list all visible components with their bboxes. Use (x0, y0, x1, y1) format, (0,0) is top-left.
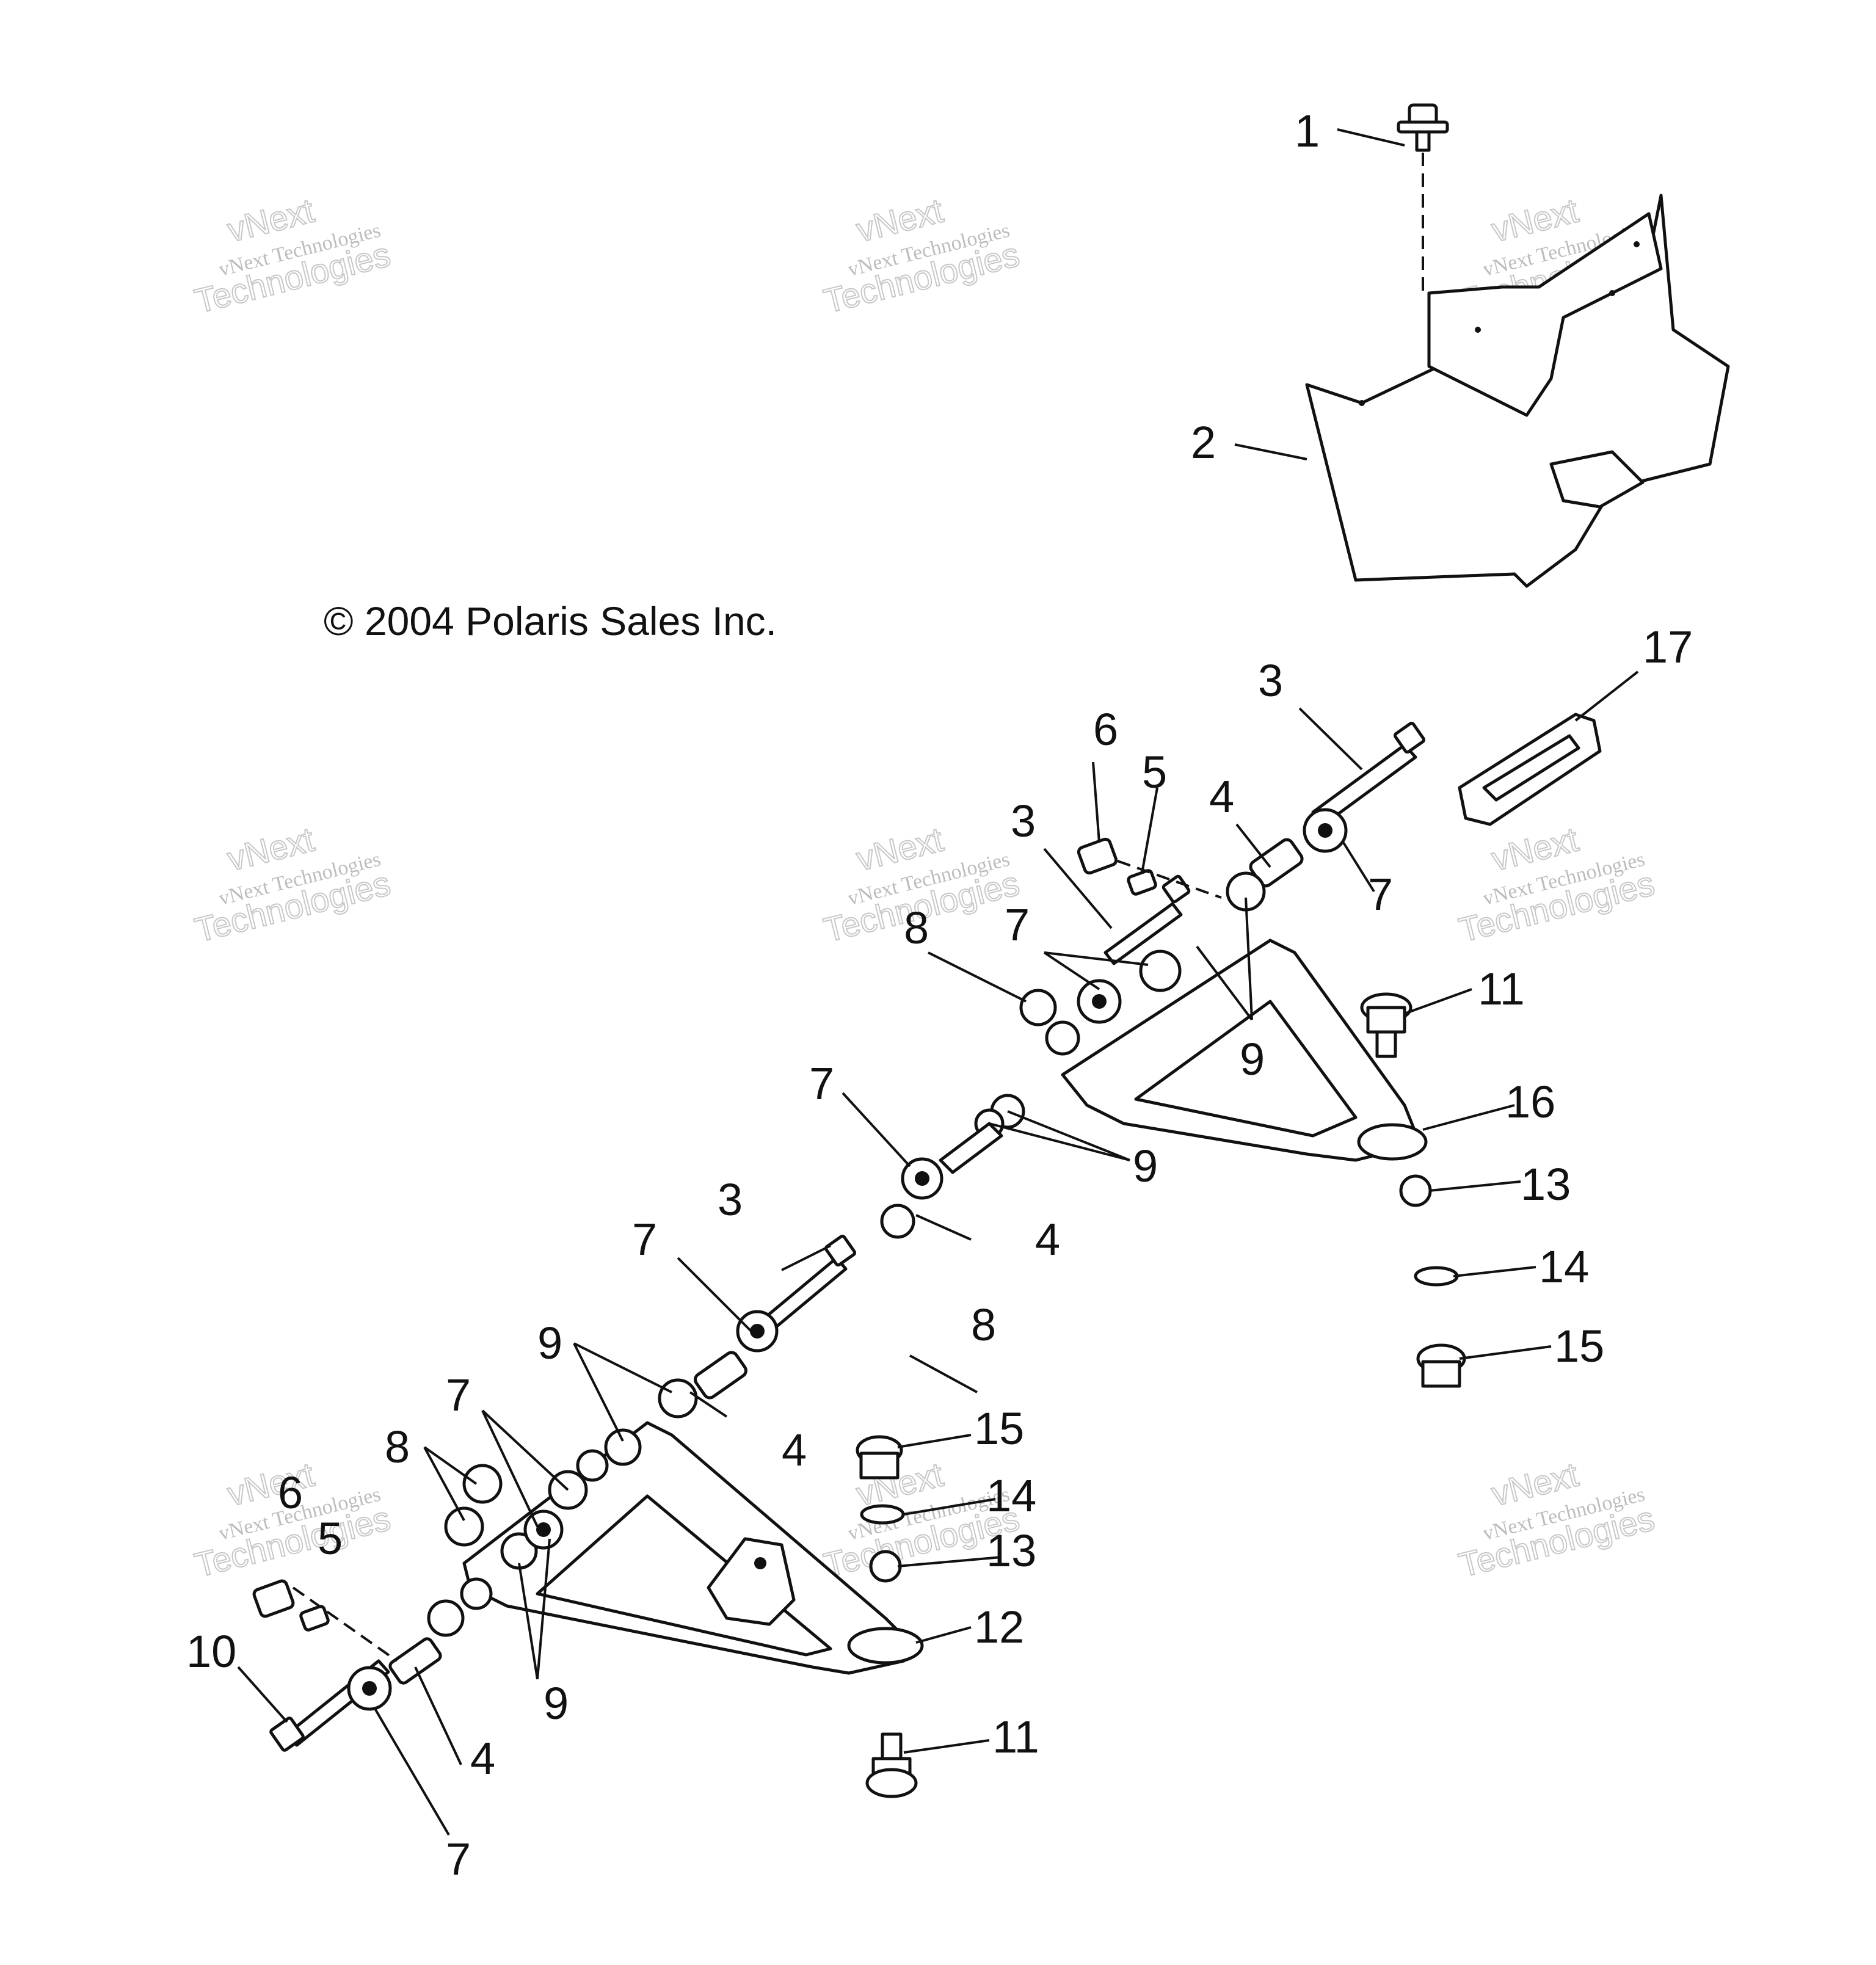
callout-3-upper-rear: 3 (1258, 655, 1283, 706)
watermark-top-left: vNext vNext Technologies Technologies (191, 190, 394, 321)
callout-8-upper: 8 (904, 903, 929, 953)
part-bracket (1458, 713, 1602, 826)
callout-9-lower-rear: 9 (537, 1318, 562, 1368)
callout-13-lower: 13 (986, 1525, 1036, 1576)
callout-4-lower-front: 4 (470, 1733, 495, 1784)
callout-6-upper: 6 (1093, 704, 1118, 755)
callout-7-lower-center: 7 (446, 1370, 471, 1420)
part-ball-joint-lower (865, 1732, 918, 1798)
part-lower-pivot-bolt-rear (576, 1235, 856, 1482)
part-upper-a-arm (1061, 939, 1428, 1162)
callout-7-upper-center: 7 (1005, 899, 1030, 950)
callout-12: 12 (974, 1602, 1024, 1652)
callout-10: 10 (186, 1626, 236, 1677)
callout-9-upper-front: 9 (1133, 1141, 1158, 1191)
part-bolt-top (1397, 103, 1449, 293)
callout-7-upper-rear: 7 (1368, 869, 1393, 920)
callout-11-lower: 11 (992, 1712, 1039, 1762)
leader-lines (237, 128, 1639, 1836)
callout-14-upper: 14 (1539, 1241, 1589, 1292)
copyright-notice: © 2004 Polaris Sales Inc. (324, 598, 777, 644)
watermark-mid-right: vNext vNext Technologies Technologies (1455, 819, 1659, 950)
part-skid-plate (1305, 194, 1730, 588)
part-nut-upper (1416, 1343, 1466, 1388)
part-sleeve-upper (1077, 837, 1157, 896)
part-nut-lower (856, 1435, 903, 1480)
callout-15-upper: 15 (1554, 1321, 1604, 1371)
callout-4-lower-rear: 4 (782, 1425, 807, 1475)
watermark-mid-left: vNext vNext Technologies Technologies (191, 819, 394, 950)
callout-13-upper: 13 (1521, 1159, 1571, 1210)
part-clip-lower (869, 1550, 902, 1583)
part-ball-joint-upper (1360, 992, 1412, 1058)
callout-14-lower: 14 (986, 1470, 1036, 1521)
callout-9-upper-rear: 9 (1240, 1034, 1265, 1084)
callout-8-center: 8 (971, 1299, 996, 1350)
callout-1: 1 (1295, 106, 1320, 156)
part-lower-pivot-bolt-front (269, 1470, 588, 1752)
callout-4-upper-rear: 4 (1209, 771, 1234, 822)
callout-6-lower: 6 (278, 1467, 303, 1518)
callout-11-upper: 11 (1478, 964, 1525, 1014)
watermark-bottom-right: vNext vNext Technologies Technologies (1455, 1454, 1659, 1585)
watermark-top-center: vNext vNext Technologies Technologies (820, 190, 1023, 321)
part-sleeve-lower (252, 1579, 330, 1632)
callout-9-lower-front: 9 (544, 1678, 569, 1729)
callout-5-upper: 5 (1142, 747, 1167, 797)
callout-16: 16 (1505, 1077, 1555, 1127)
part-clip-upper (1399, 1174, 1432, 1207)
part-nuts-lower (444, 1464, 503, 1547)
callout-7-lower-front: 7 (446, 1834, 471, 1884)
callout-15-lower: 15 (974, 1403, 1024, 1454)
callout-4-upper-front: 4 (1035, 1214, 1060, 1265)
callout-3-upper-front: 3 (1011, 796, 1036, 846)
callout-7-lower-rear: 7 (632, 1214, 657, 1265)
part-washer-upper (1414, 1266, 1459, 1287)
part-upper-pivot-bolt-rear (1226, 722, 1425, 912)
callout-17: 17 (1643, 622, 1693, 672)
callout-7-upper-front: 7 (809, 1058, 834, 1109)
callout-3-lower: 3 (718, 1174, 743, 1225)
callout-5-lower: 5 (318, 1513, 343, 1564)
callout-2: 2 (1191, 417, 1216, 468)
callout-8-lower: 8 (385, 1422, 410, 1472)
part-washer-lower (860, 1504, 905, 1525)
